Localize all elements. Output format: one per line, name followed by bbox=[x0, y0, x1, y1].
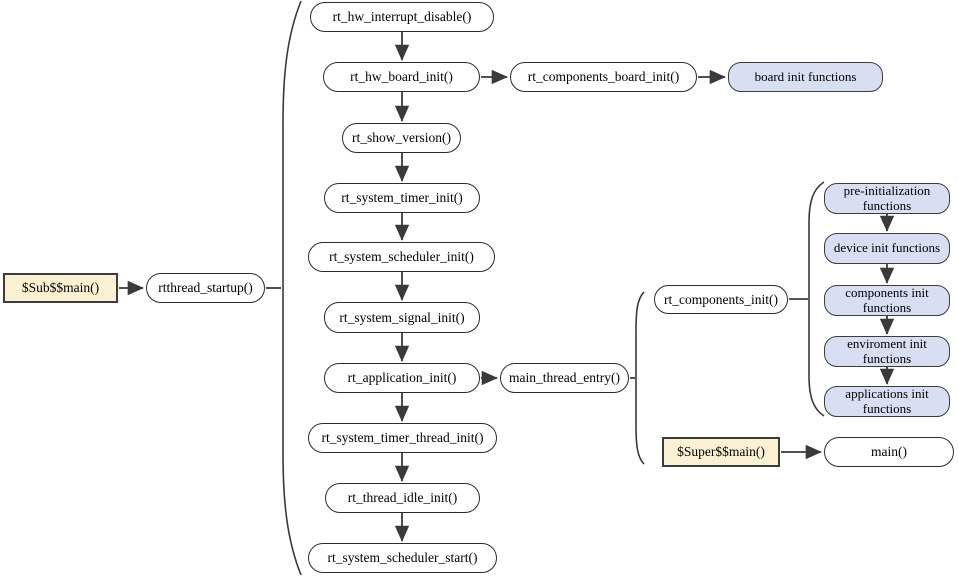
node-rt-show-version: rt_show_version() bbox=[342, 123, 461, 153]
node-rt-system-signal-init: rt_system_signal_init() bbox=[324, 302, 480, 333]
startup-sequence-brace bbox=[282, 0, 302, 576]
node-sub-main: $Sub$$main() bbox=[3, 273, 118, 303]
node-rt-system-scheduler-init: rt_system_scheduler_init() bbox=[308, 242, 495, 272]
node-rt-hw-board-init: rt_hw_board_init() bbox=[323, 62, 480, 92]
node-rt-hw-interrupt-disable: rt_hw_interrupt_disable() bbox=[310, 2, 494, 32]
node-board-init-functions: board init functions bbox=[728, 62, 883, 92]
brace-connector-lines bbox=[266, 287, 808, 379]
node-rtthread-startup: rtthread_startup() bbox=[146, 273, 265, 303]
node-rt-components-init: rt_components_init() bbox=[654, 285, 788, 314]
horizontal-arrows bbox=[119, 69, 822, 460]
node-rt-system-timer-init: rt_system_timer_init() bbox=[324, 183, 480, 213]
node-enviroment-init-functions: enviroment init functions bbox=[824, 336, 950, 367]
node-rt-thread-idle-init: rt_thread_idle_init() bbox=[325, 483, 480, 513]
node-rt-application-init: rt_application_init() bbox=[324, 363, 480, 393]
node-device-init-functions: device init functions bbox=[824, 233, 950, 264]
node-pre-initialization-functions: pre-initialization functions bbox=[824, 183, 950, 214]
main-branch-brace bbox=[635, 291, 645, 465]
braces bbox=[282, 0, 825, 576]
node-applications-init-functions: applications init functions bbox=[824, 386, 950, 417]
node-components-init-functions: components init functions bbox=[824, 285, 950, 316]
node-rt-system-scheduler-start: rt_system_scheduler_start() bbox=[308, 543, 497, 573]
node-rt-system-timer-thread-init: rt_system_timer_thread_init() bbox=[308, 423, 497, 453]
node-rt-components-board-init: rt_components_board_init() bbox=[510, 62, 697, 92]
node-super-main: $Super$$main() bbox=[662, 437, 780, 467]
node-main: main() bbox=[824, 437, 954, 467]
init-functions-brace bbox=[808, 181, 825, 417]
node-main-thread-entry: main_thread_entry() bbox=[500, 363, 629, 393]
